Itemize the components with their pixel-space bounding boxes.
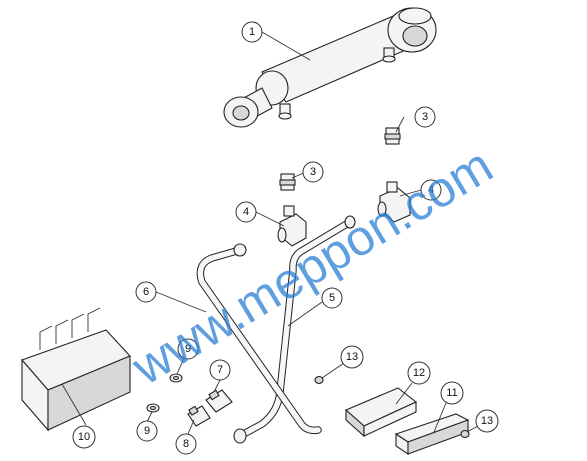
- svg-text:4: 4: [243, 206, 249, 218]
- callout-6: 6: [135, 281, 157, 303]
- callout-12: 12: [407, 361, 431, 385]
- svg-text:5: 5: [329, 292, 335, 304]
- callout-1: 1: [241, 21, 263, 43]
- svg-text:1: 1: [249, 26, 255, 38]
- svg-text:13: 13: [346, 351, 358, 363]
- svg-text:7: 7: [217, 364, 223, 376]
- callout-9-upper: 9: [177, 338, 199, 360]
- svg-text:3: 3: [310, 166, 316, 178]
- callout-10: 10: [72, 425, 96, 449]
- pipe-part-5: [233, 215, 356, 444]
- fitting-part-3-lower: [279, 173, 296, 191]
- fitting-part-7: [205, 389, 233, 413]
- washer-part-9-lower: [146, 403, 160, 413]
- svg-text:13: 13: [481, 415, 493, 427]
- svg-text:11: 11: [446, 387, 457, 399]
- fitting-part-8: [187, 405, 211, 427]
- bracket-part-12: [344, 387, 418, 438]
- svg-text:10: 10: [78, 431, 90, 443]
- pipe-part-6: [196, 243, 322, 435]
- fitting-part-3-upper: [384, 127, 401, 145]
- callout-4-left: 4: [235, 201, 257, 223]
- callout-9-lower: 9: [136, 420, 158, 442]
- callout-11: 11: [440, 381, 464, 405]
- callout-4-right: 4: [420, 179, 442, 201]
- callout-3-upper: 3: [414, 106, 436, 128]
- hydraulic-cylinder-part: [223, 7, 437, 128]
- callout-8: 8: [175, 433, 197, 455]
- svg-text:6: 6: [143, 286, 149, 298]
- washer-part-9-upper: [169, 373, 183, 383]
- svg-text:8: 8: [183, 438, 189, 450]
- nut-part-13-lower: [460, 429, 470, 439]
- valve-block-part-10: [21, 307, 131, 432]
- callout-3-lower: 3: [302, 161, 324, 183]
- svg-text:4: 4: [428, 184, 434, 196]
- svg-text:3: 3: [422, 111, 428, 123]
- elbow-part-4-left: [277, 205, 307, 247]
- svg-text:9: 9: [185, 343, 191, 355]
- svg-text:9: 9: [144, 425, 150, 437]
- elbow-part-4-right: [377, 181, 411, 223]
- callout-13-lower: 13: [475, 409, 499, 433]
- svg-text:12: 12: [413, 367, 425, 379]
- nut-part-13-upper: [314, 375, 324, 385]
- leader-lines: [61, 31, 479, 435]
- callout-5: 5: [321, 287, 343, 309]
- callout-13-upper: 13: [340, 345, 364, 369]
- callout-7: 7: [209, 359, 231, 381]
- bracket-part-11: [394, 413, 470, 456]
